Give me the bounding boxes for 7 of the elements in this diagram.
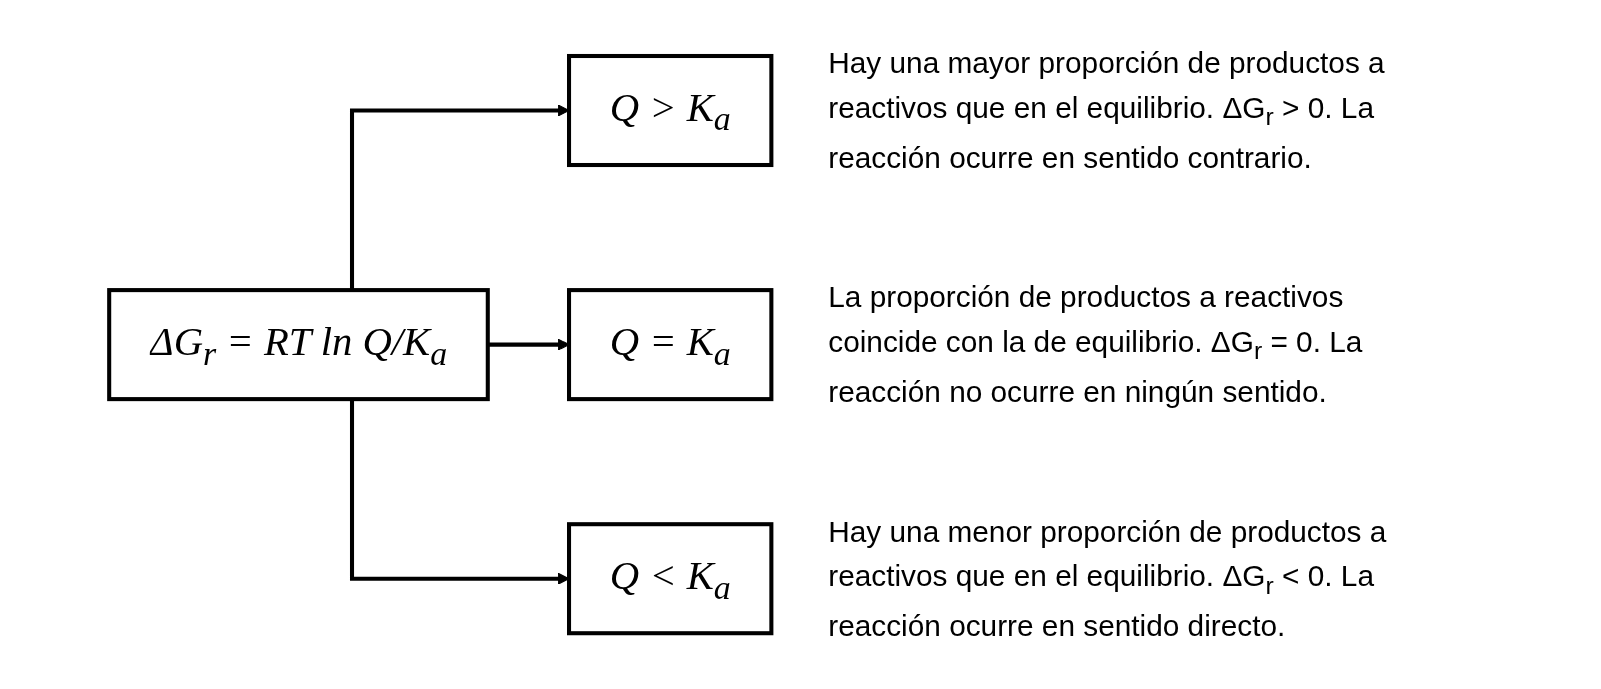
node-box: Q < K$_{a}$: [567, 522, 774, 636]
node-box: Q = K$_{a}$: [567, 287, 774, 402]
node-box: ΔG$_{r}$ = RT ln Q/K$_{a}$: [107, 287, 490, 402]
node-label: Hay una menor proporción de productos a reactivos que en el equilibrio. ΔG$_{r}$ < 0. La reacción ocurre en sentido directo.: [828, 514, 1387, 643]
node-label: La proporción de productos a reactivos coincide con la de equilibrio. ΔG$_{r}$ = 0. La reacción no ocurre en ningún sentido.: [828, 280, 1363, 409]
node-label: Hay una mayor proporción de productos a reactivos que en el equilibrio. ΔG$_{r}$ > 0. La reacción ocurre en sentido contrario.: [828, 46, 1385, 175]
node-box: Q > K$_{a}$: [567, 53, 774, 167]
